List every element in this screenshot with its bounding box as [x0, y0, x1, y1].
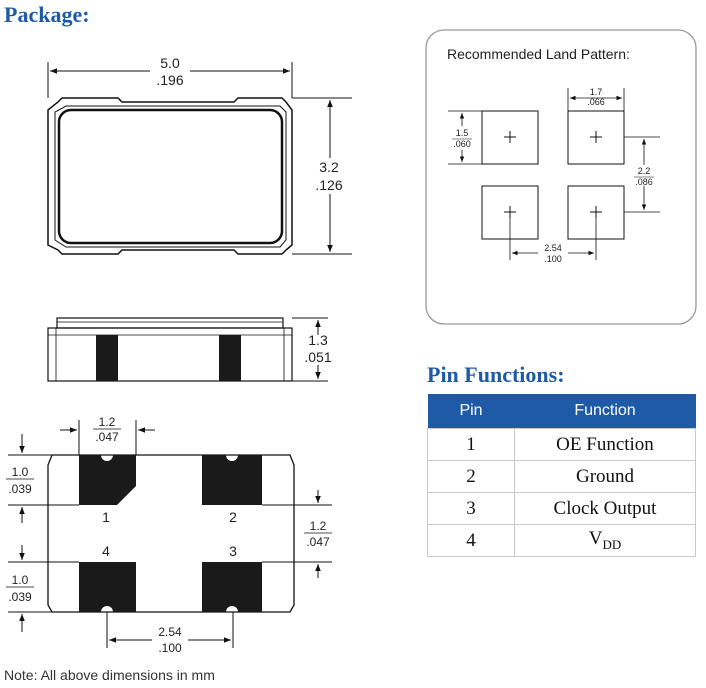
pad-2	[202, 455, 262, 505]
pad-height-top-mm-label: 1.0	[12, 465, 29, 479]
dimensions-note: Note: All above dimensions in mm	[4, 667, 215, 683]
pin-cell: 2	[427, 460, 515, 493]
function-cell: Ground	[514, 460, 696, 493]
land-row-pitch-mm-label: 2.2	[638, 166, 651, 176]
table-row: 4 VDD	[427, 524, 696, 557]
table-row: 2 Ground	[427, 460, 696, 493]
function-cell: OE Function	[514, 428, 696, 461]
land-pattern-title: Recommended Land Pattern:	[447, 46, 630, 62]
pad-height-bottom-mm-label: 1.0	[12, 573, 29, 587]
top-view	[47, 62, 352, 255]
land-pattern-crosshairs	[504, 131, 602, 218]
land-pad-width-mm-label: 1.7	[590, 87, 603, 97]
side-view-lid	[56, 317, 284, 329]
land-pad-height-in-label: .060	[453, 139, 471, 149]
land-pad-width-in-label: .066	[587, 97, 605, 107]
top-view-lid	[57, 108, 284, 245]
thickness-in-label: .051	[304, 349, 331, 365]
pitch-mm-label: 2.54	[158, 625, 182, 639]
header-pin: Pin	[427, 394, 515, 429]
thickness-mm-label: 1.3	[308, 332, 328, 348]
function-cell: Clock Output	[514, 492, 696, 525]
land-col-pitch-in-label: .100	[544, 254, 562, 264]
pin-functions-table: Pin Function 1 OE Function 2 Ground 3 Cl…	[427, 394, 696, 557]
pin-label-1: 1	[102, 509, 110, 525]
pin-label-2: 2	[229, 509, 237, 525]
table-header-row: Pin Function	[427, 394, 696, 429]
table-row: 3 Clock Output	[427, 492, 696, 525]
pin-functions-title: Pin Functions:	[427, 362, 565, 387]
land-pattern-box	[425, 29, 697, 325]
land-col-pitch-mm-label: 2.54	[544, 243, 562, 253]
pad-gap-in-label: .047	[306, 535, 330, 549]
table-row: 1 OE Function	[427, 428, 696, 461]
pad-4	[79, 562, 136, 612]
height-mm-label: 3.2	[319, 159, 339, 175]
pad-3	[202, 562, 262, 612]
top-view-outline	[47, 97, 293, 255]
side-view	[47, 317, 328, 382]
pin-label-4: 4	[102, 543, 110, 559]
side-view-body	[47, 327, 293, 382]
pad-width-mm-label: 1.2	[99, 415, 116, 429]
pin-label-3: 3	[229, 543, 237, 559]
pad-width-in-label: .047	[95, 430, 119, 444]
header-function: Function	[514, 394, 696, 429]
pin-cell: 4	[427, 524, 515, 557]
pin-cell: 3	[427, 492, 515, 525]
side-view-terminal-right	[219, 335, 241, 381]
vdd-subscript: DD	[602, 536, 622, 552]
vdd-main: V	[588, 528, 603, 550]
pin-cell: 1	[427, 428, 515, 461]
land-row-pitch-in-label: .086	[635, 177, 653, 187]
pitch-in-label: .100	[158, 641, 182, 655]
pad-1	[79, 455, 136, 505]
side-view-terminal-left	[96, 335, 118, 381]
pad-height-top-in-label: .039	[8, 482, 32, 496]
top-view-inner-outline	[54, 105, 287, 248]
function-cell: VDD	[514, 524, 696, 557]
width-in-label: .196	[156, 72, 183, 88]
land-pad-height-mm-label: 1.5	[456, 128, 469, 138]
bottom-view	[8, 420, 332, 648]
height-in-label: .126	[315, 177, 342, 193]
pad-height-bottom-in-label: .039	[8, 590, 32, 604]
package-title: Package:	[4, 2, 90, 27]
pad-gap-mm-label: 1.2	[310, 519, 327, 533]
width-mm-label: 5.0	[160, 55, 180, 71]
